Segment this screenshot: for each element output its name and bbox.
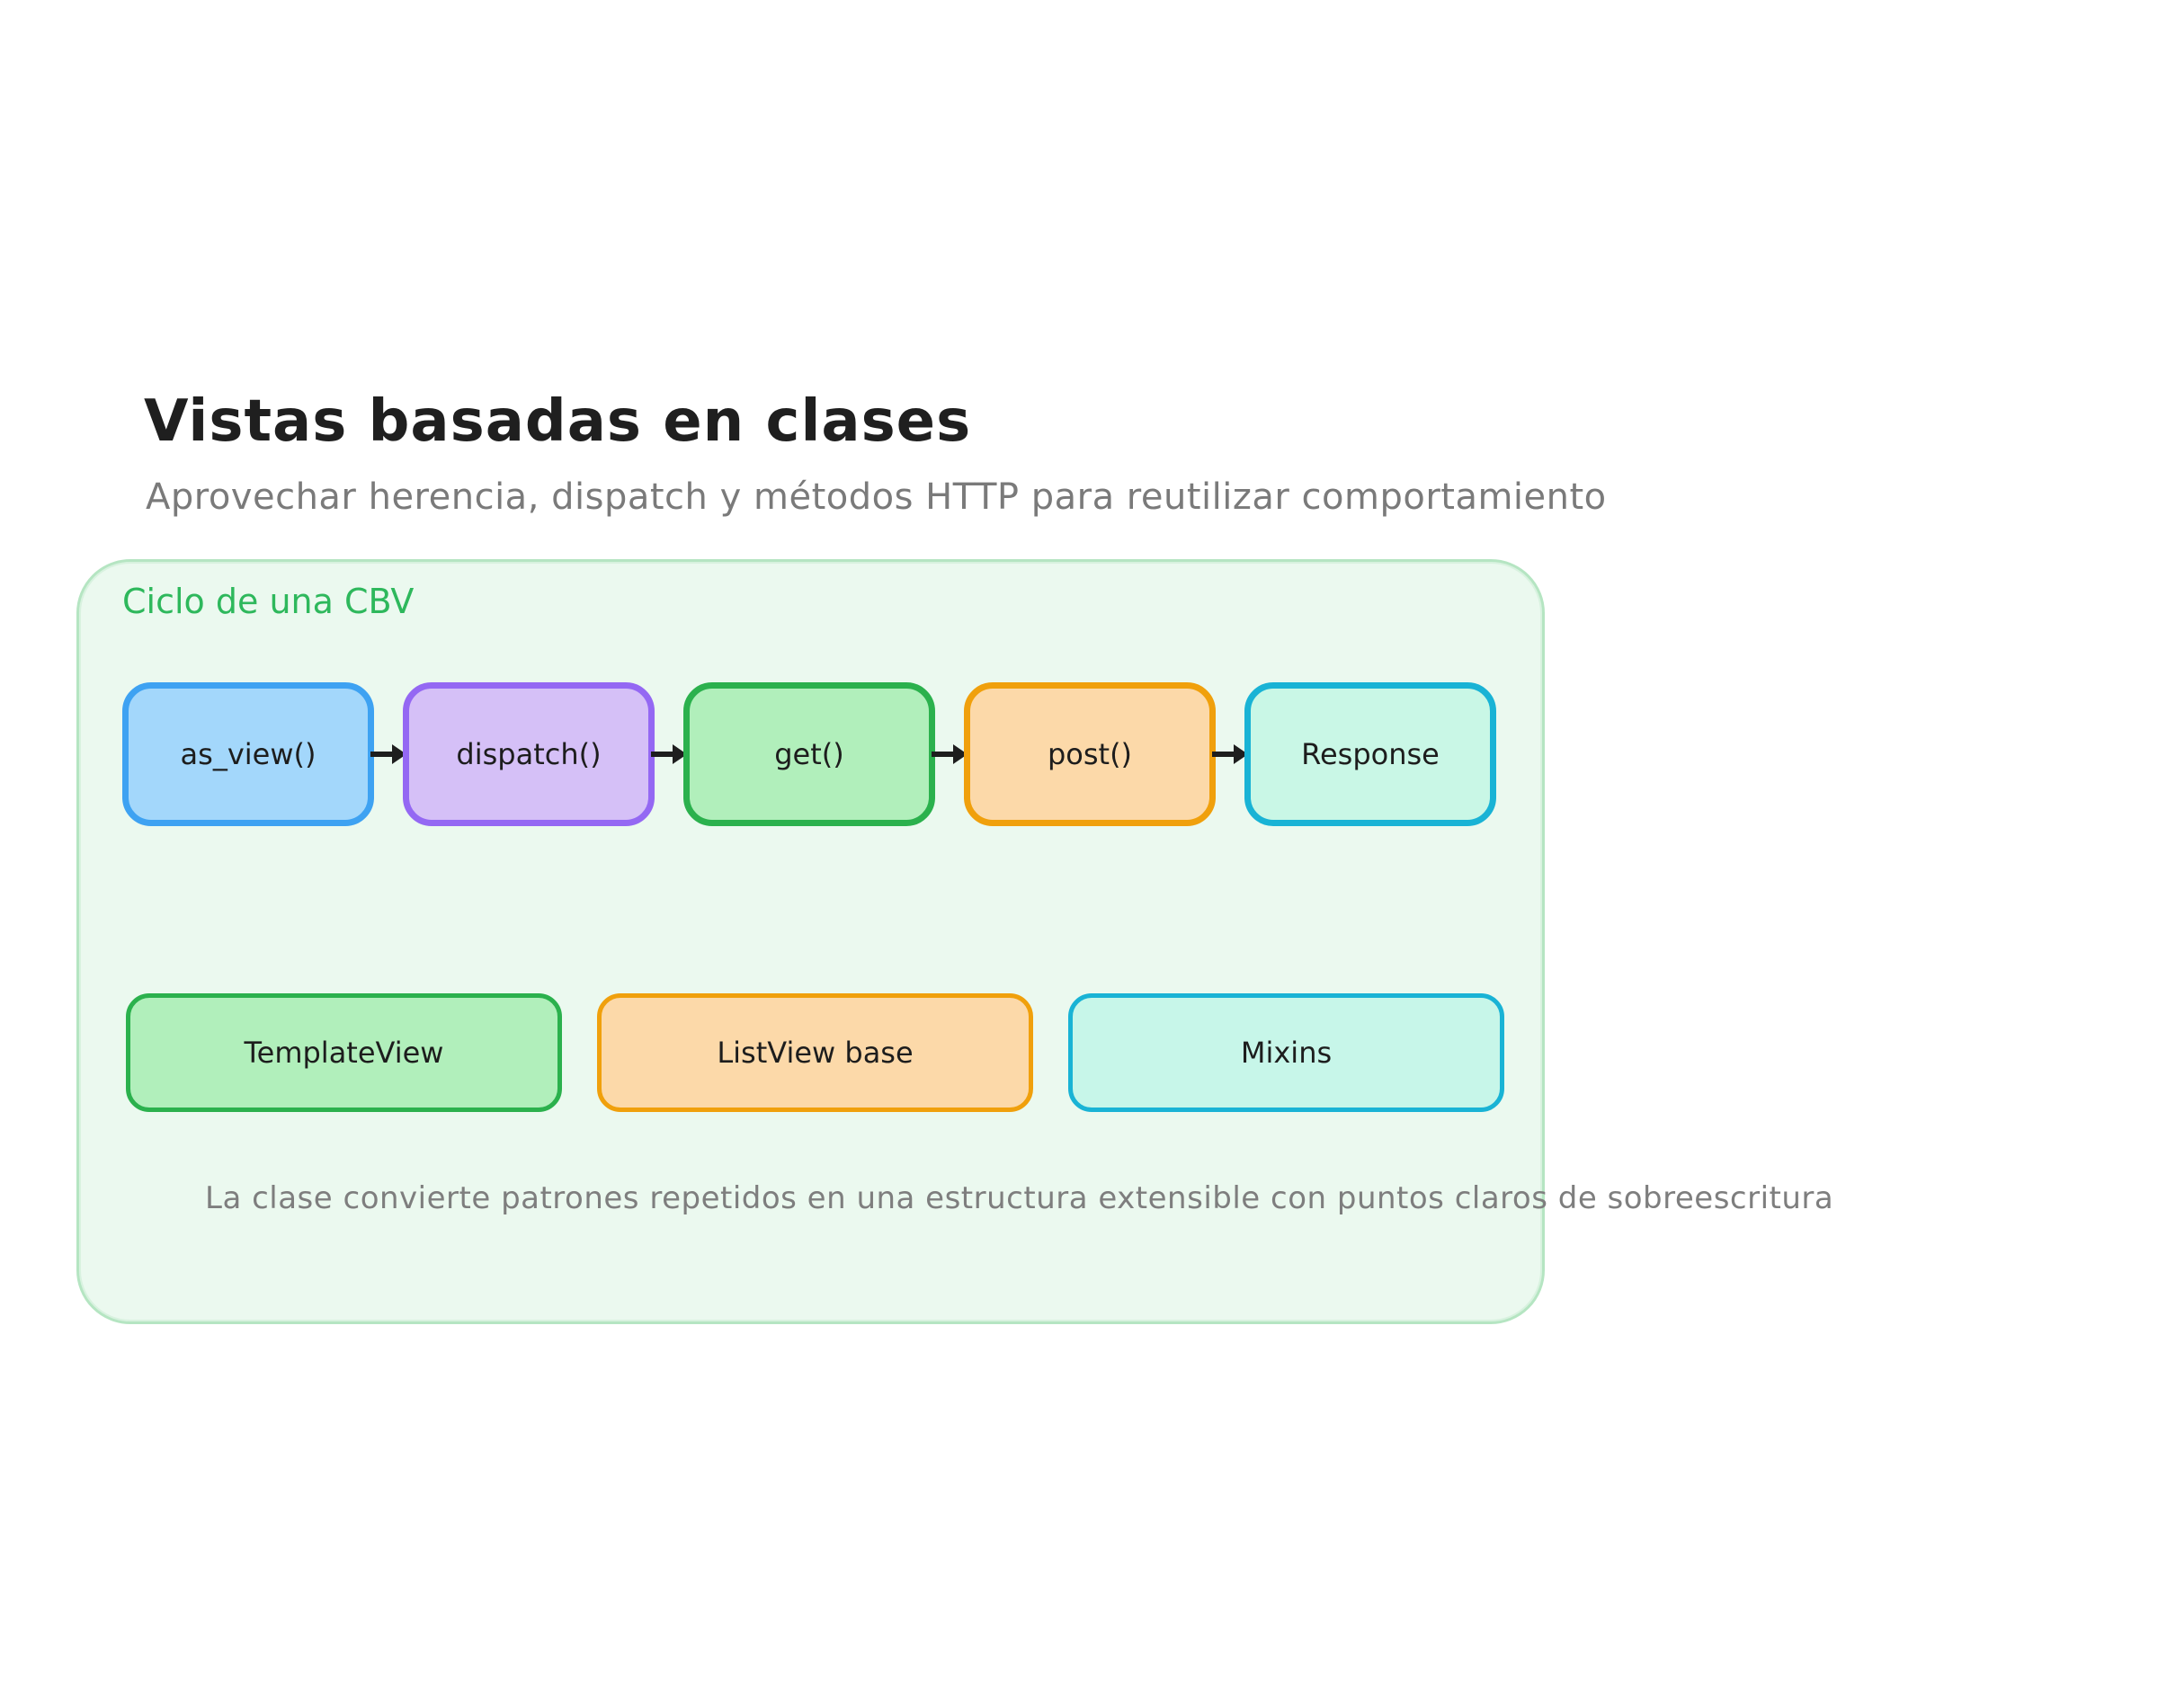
base-node-label: TemplateView — [244, 1036, 444, 1070]
cbv-cycle-panel: Ciclo de una CBV as_view() dispatch() — [76, 559, 1833, 1324]
flow-arrow-icon — [1212, 682, 1248, 826]
panel-caption: La clase convierte patrones repetidos en… — [205, 1180, 1834, 1216]
flow-node-as-view: as_view() — [122, 682, 374, 826]
flow-node-label: Response — [1301, 737, 1440, 771]
flow-node-label: dispatch() — [456, 737, 602, 771]
flow-node-dispatch: dispatch() — [403, 682, 655, 826]
base-classes-row: TemplateView ListView base Mixins — [126, 993, 1504, 1112]
page-title: Vistas basadas en clases — [144, 388, 972, 455]
flow-node-label: post() — [1047, 737, 1133, 771]
base-node-mixins: Mixins — [1068, 993, 1504, 1112]
flow-node-get: get() — [683, 682, 935, 826]
flow-node-label: get() — [774, 737, 844, 771]
panel-label: Ciclo de una CBV — [122, 582, 415, 621]
base-node-listview-base: ListView base — [597, 993, 1033, 1112]
flow-node-label: as_view() — [180, 737, 317, 771]
base-node-label: ListView base — [717, 1036, 914, 1070]
base-node-label: Mixins — [1240, 1036, 1333, 1070]
flow-arrow-icon — [651, 682, 687, 826]
base-node-templateview: TemplateView — [126, 993, 562, 1112]
flow-arrow-icon — [932, 682, 968, 826]
flow-node-response: Response — [1244, 682, 1496, 826]
cbv-flow-row: as_view() dispatch() get() — [122, 682, 1496, 826]
flow-node-post: post() — [964, 682, 1216, 826]
page-subtitle: Aprovechar herencia, dispatch y métodos … — [146, 476, 1607, 518]
flow-arrow-icon — [370, 682, 406, 826]
